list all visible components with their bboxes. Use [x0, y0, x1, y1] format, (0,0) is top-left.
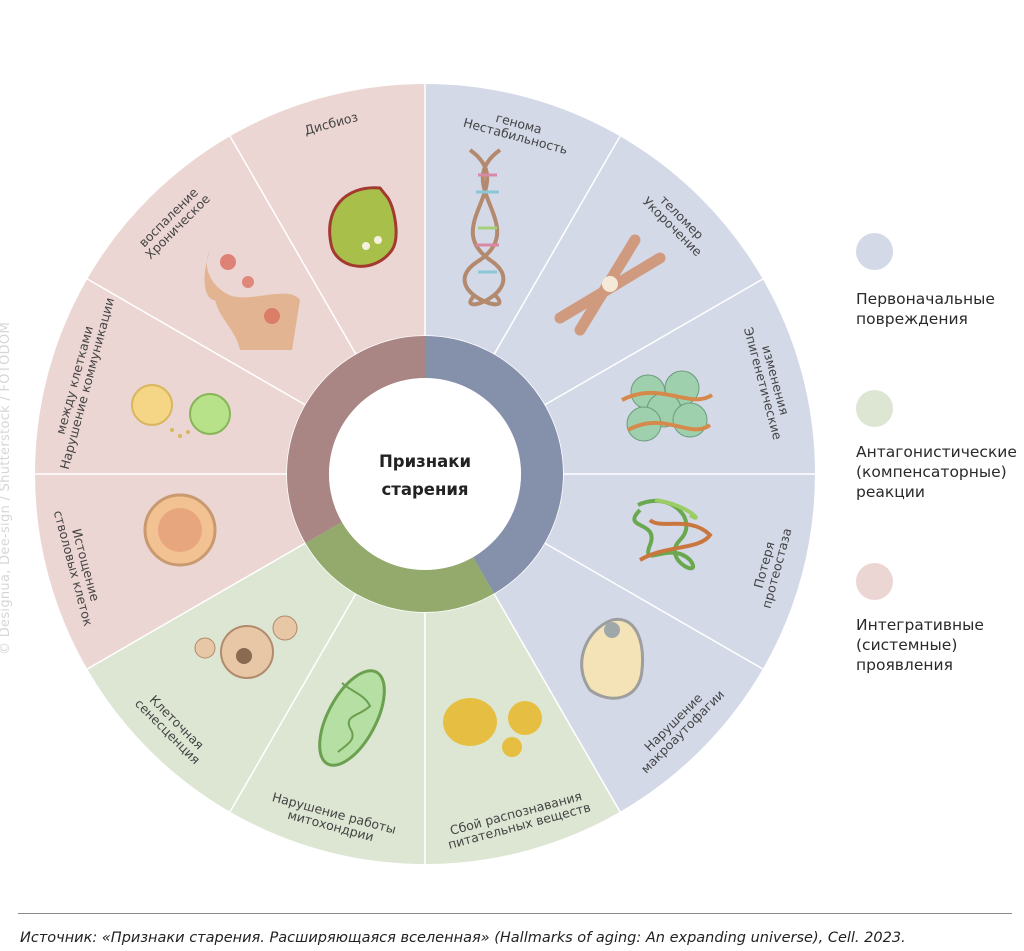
- ring-antagonistic: [305, 522, 494, 612]
- sector-divider: [86, 542, 306, 670]
- sector-divider: [493, 135, 621, 355]
- legend-primary-swatch: [856, 233, 893, 270]
- legend-antagonistic-line2: (компенсаторные): [856, 463, 1007, 481]
- protein-aggregate-icon: [632, 498, 713, 571]
- legend-antagonistic-line3: реакции: [856, 483, 925, 501]
- nucleosome-icon: [621, 370, 714, 442]
- legend-integrative-swatch: [856, 563, 893, 600]
- lipid-droplets-icon: [443, 698, 542, 757]
- cell-communication-icon: [131, 384, 231, 438]
- source-citation: Источник: «Признаки старения. Расширяюща…: [20, 930, 906, 946]
- sector-divider: [493, 593, 621, 813]
- legend-integrative-line2: (системные): [856, 636, 958, 654]
- legend-primary-label: Первоначальные повреждения: [856, 289, 995, 329]
- mitochondrion-icon: [318, 669, 386, 767]
- dna-icon: [462, 148, 506, 307]
- sector-dividers: [35, 84, 815, 864]
- source-divider: [18, 913, 1012, 914]
- autophagosome-icon: [580, 617, 645, 700]
- sector-divider: [544, 278, 764, 406]
- center-title-line2: старения: [381, 480, 468, 499]
- legend-antagonistic-label: Антагонистические (компенсаторные) реакц…: [856, 442, 1017, 502]
- watermark: © Designua, Dee-sign / Shutterstock / FO…: [0, 322, 13, 655]
- sector-divider: [86, 278, 306, 406]
- legend-primary: Первоначальные повреждения: [856, 233, 995, 328]
- legend-integrative-line3: проявления: [856, 656, 953, 674]
- legend-antagonistic-line1: Антагонистические: [856, 443, 1017, 461]
- stomach-icon: [328, 186, 398, 268]
- center-title-line1: Признаки: [379, 452, 471, 471]
- inflamed-body-icon: [204, 250, 300, 350]
- sector-divider: [544, 542, 764, 670]
- hallmarks-wheel: Признаки старения НестабильностьгеномаУк…: [35, 84, 815, 865]
- chromosome-icon: [554, 234, 666, 336]
- ring-integrative: [287, 336, 425, 543]
- group-ring: [287, 336, 564, 612]
- legend-antagonistic-swatch: [856, 390, 893, 427]
- center-circle: [329, 378, 521, 570]
- sector-divider: [229, 135, 357, 355]
- stem-cell-icon: [143, 493, 217, 567]
- legend-primary-line1: Первоначальные: [856, 290, 995, 308]
- legend-antagonistic: Антагонистические (компенсаторные) реакц…: [856, 390, 1017, 501]
- legend-integrative-line1: Интегративные: [856, 616, 984, 634]
- legend-integrative-label: Интегративные (системные) проявления: [856, 615, 984, 675]
- senescent-cells-icon: [194, 615, 298, 679]
- ring-primary: [425, 336, 564, 594]
- legend-primary-line2: повреждения: [856, 310, 968, 328]
- sector-divider: [229, 593, 357, 813]
- legend-integrative: Интегративные (системные) проявления: [856, 563, 984, 674]
